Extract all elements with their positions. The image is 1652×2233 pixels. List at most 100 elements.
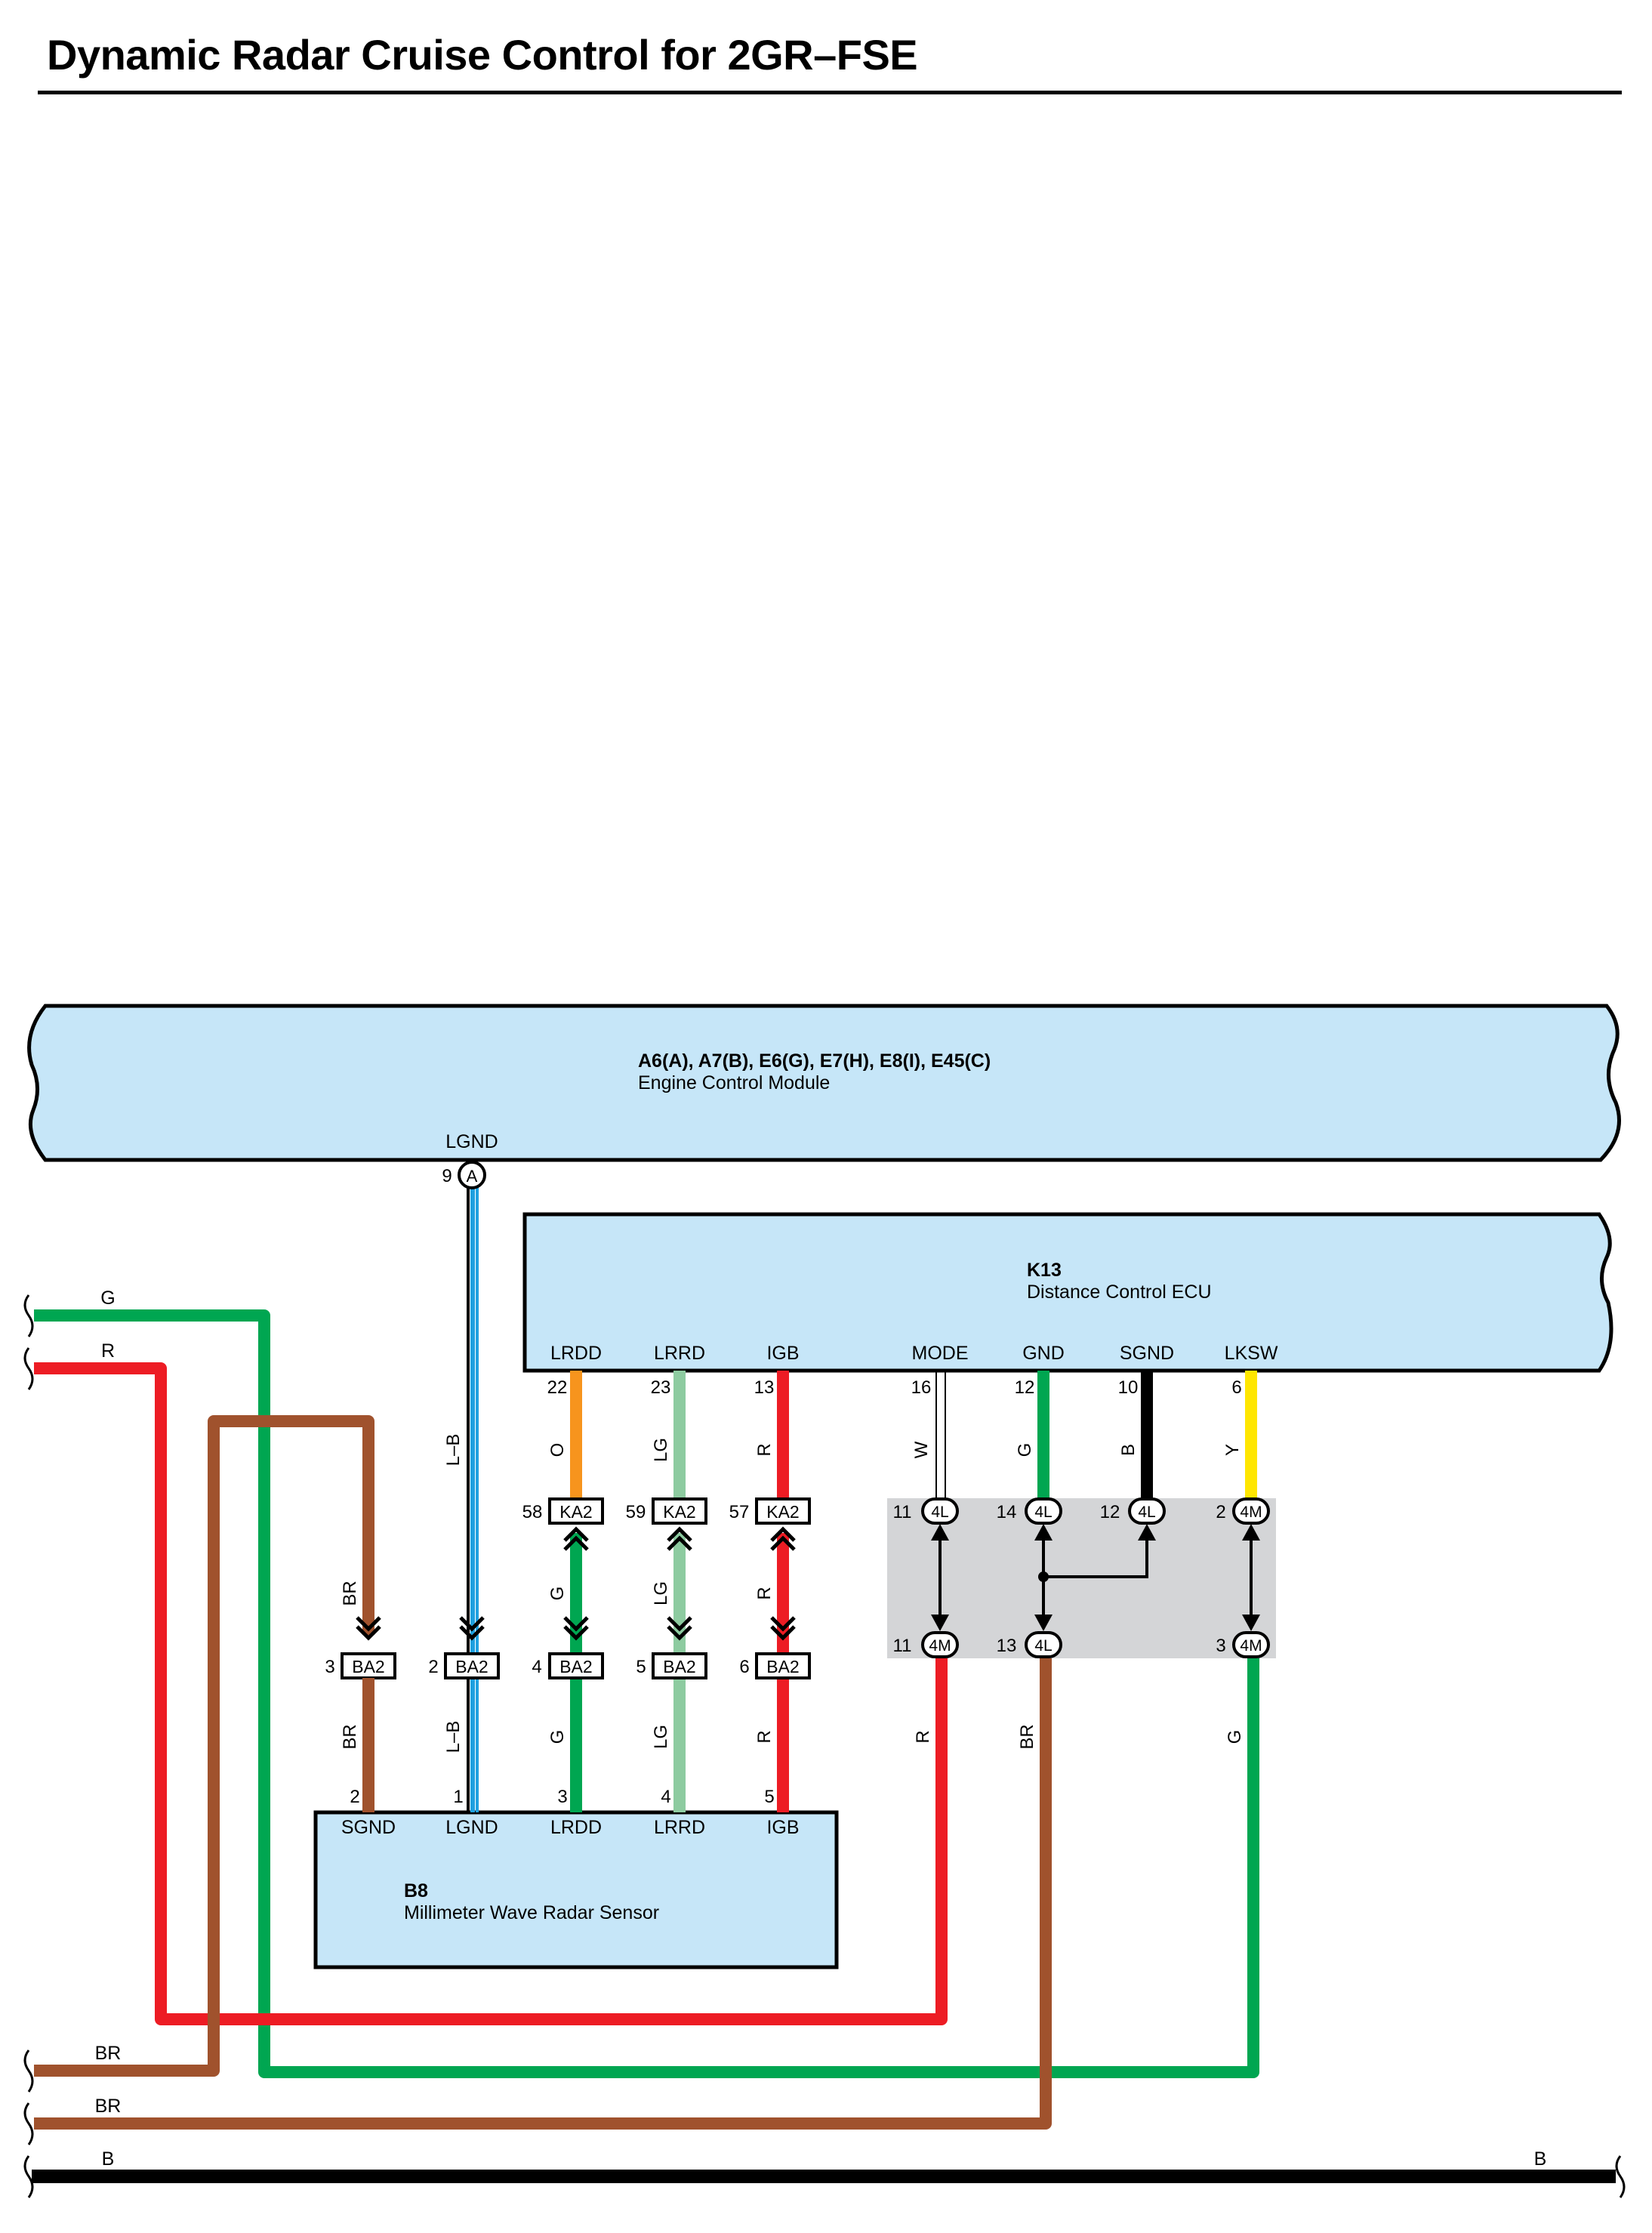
label-splice-br: BR: [1017, 1724, 1037, 1749]
k13-pin-label-igb: IGB: [766, 1343, 799, 1364]
k13-pin-number-igb: 13: [754, 1377, 775, 1398]
k13-box: [522, 1212, 1613, 1373]
splice-bottom-oval-11: 4M: [921, 1631, 959, 1658]
b8-pin-label-sgnd: SGND: [341, 1817, 396, 1838]
ba2-number-5: 5: [636, 1657, 646, 1677]
ba2-chevrons: [356, 1616, 796, 1641]
ba2-connector-2: BA2: [444, 1652, 500, 1679]
label-br-upper: BR: [340, 1581, 360, 1605]
wire-break-marks-left: [23, 1294, 1626, 2198]
k13-pin-number-gnd: 12: [1015, 1377, 1035, 1398]
k13-pin-number-lrrd: 23: [651, 1377, 671, 1398]
k13-wire-label-y: Y: [1222, 1444, 1243, 1456]
wire-g-left: [34, 1309, 1259, 2078]
k13-pin-number-mode: 16: [911, 1377, 932, 1398]
ka2-chevrons: [563, 1526, 796, 1551]
splice-top-number-2: 2: [1216, 1502, 1225, 1522]
splice-arrowheads: [931, 1524, 1260, 1631]
splice-top-number-14: 14: [997, 1502, 1017, 1522]
splice-bottom-oval-3: 4M: [1232, 1631, 1270, 1658]
svg-text:4M: 4M: [1240, 1504, 1262, 1521]
b8-pin-label-igb: IGB: [766, 1817, 799, 1838]
ka2-number-57: 57: [729, 1502, 750, 1522]
k13-pin-label-sgnd: SGND: [1120, 1343, 1174, 1364]
splice-bottom-number-13: 13: [997, 1636, 1017, 1656]
label-g-lower: G: [547, 1730, 568, 1744]
ecm-pin-connector: A: [467, 1167, 478, 1186]
ba2-connector-6: BA2: [755, 1652, 811, 1679]
title-rule: [38, 91, 1622, 94]
splice-top-oval-12: 4L: [1128, 1497, 1166, 1525]
bus-label-br1: BR: [95, 2043, 122, 2064]
label-r-mid: R: [754, 1587, 775, 1599]
label-splice-r: R: [913, 1730, 933, 1743]
k13-pin-number-sgnd: 10: [1118, 1377, 1139, 1398]
bus-label-b-right: B: [1534, 2148, 1547, 2170]
k13-pin-label-mode: MODE: [912, 1343, 969, 1364]
ka2-number-58: 58: [522, 1502, 543, 1522]
k13-pin-label-lksw: LKSW: [1225, 1343, 1278, 1364]
ecm-name: Engine Control Module: [638, 1072, 830, 1093]
svg-text:BA2: BA2: [663, 1657, 695, 1676]
ka2-connector-57: KA2: [755, 1497, 811, 1525]
splice-top-oval-2: 4M: [1232, 1497, 1270, 1525]
label-g-mid: G: [547, 1587, 568, 1601]
k13-pin-number-lrdd: 22: [547, 1377, 568, 1398]
label-lg-lower: LG: [651, 1725, 671, 1749]
svg-text:KA2: KA2: [663, 1502, 695, 1522]
b8-pin-label-lgnd: LGND: [445, 1817, 498, 1838]
wire-r-left: [34, 1362, 948, 2025]
ecm-connectors: A6(A), A7(B), E6(G), E7(H), E8(I), E45(C…: [638, 1050, 991, 1072]
k13-wire-label-w: W: [911, 1441, 932, 1458]
ba2-number-6: 6: [739, 1657, 749, 1677]
ecm-pin-label: LGND: [445, 1131, 498, 1152]
svg-text:KA2: KA2: [559, 1502, 592, 1522]
svg-text:KA2: KA2: [766, 1502, 799, 1522]
k13-wire-label-r: R: [754, 1443, 775, 1456]
b8-pin-number-1: 1: [453, 1787, 463, 1807]
label-br-lower: BR: [340, 1724, 360, 1749]
ecm-box: [27, 1004, 1621, 1162]
k13-pin-label-lrrd: LRRD: [654, 1343, 705, 1364]
wire-lb: [467, 1182, 479, 1812]
ecm-pin-number: 9: [442, 1166, 452, 1186]
label-splice-g: G: [1225, 1730, 1245, 1744]
b8-pin-number-5: 5: [764, 1787, 774, 1807]
svg-text:4M: 4M: [929, 1637, 951, 1655]
ba2-connector-5: BA2: [652, 1652, 707, 1679]
page-title: Dynamic Radar Cruise Control for 2GR–FSE: [47, 31, 918, 79]
ecm-pin-a-circle: [458, 1161, 486, 1189]
b8-pin-label-lrdd: LRDD: [550, 1817, 602, 1838]
bus-label-br2: BR: [95, 2096, 122, 2117]
k13-wire-label-b: B: [1118, 1444, 1139, 1456]
svg-text:BA2: BA2: [352, 1657, 384, 1676]
svg-text:BA2: BA2: [559, 1657, 592, 1676]
wire-w-mode: [935, 1371, 946, 1503]
bus-label-b-left: B: [102, 2148, 115, 2170]
wire-br-gnd: [34, 1658, 1052, 2130]
ba2-connector-4: BA2: [548, 1652, 604, 1679]
splice-bottom-oval-13: 4L: [1025, 1631, 1062, 1658]
ba2-number-3: 3: [325, 1657, 334, 1677]
splice-top-oval-11: 4L: [921, 1497, 959, 1525]
bus-label-g: G: [100, 1288, 115, 1309]
svg-text:4L: 4L: [931, 1504, 948, 1521]
label-lb-lower: L–B: [443, 1721, 464, 1753]
k13-wire-label-lg: LG: [651, 1438, 671, 1462]
splice-bottom-number-11: 11: [893, 1636, 912, 1656]
label-lb-upper: L–B: [443, 1434, 464, 1467]
b8-code: B8: [404, 1880, 428, 1901]
ka2-connector-59: KA2: [652, 1497, 707, 1525]
k13-pin-label-gnd: GND: [1022, 1343, 1065, 1364]
splice-top-number-11: 11: [893, 1502, 912, 1522]
k13-pin-label-lrdd: LRDD: [550, 1343, 602, 1364]
splice-junction: [1038, 1571, 1049, 1582]
svg-text:4M: 4M: [1240, 1637, 1262, 1655]
ka2-number-59: 59: [626, 1502, 646, 1522]
k13-wire-label-o: O: [547, 1443, 568, 1457]
splice-bottom-number-3: 3: [1216, 1636, 1225, 1656]
k13-name: Distance Control ECU: [1027, 1282, 1212, 1303]
b8-pin-label-lrrd: LRRD: [654, 1817, 705, 1838]
splice-top-number-12: 12: [1100, 1502, 1120, 1522]
